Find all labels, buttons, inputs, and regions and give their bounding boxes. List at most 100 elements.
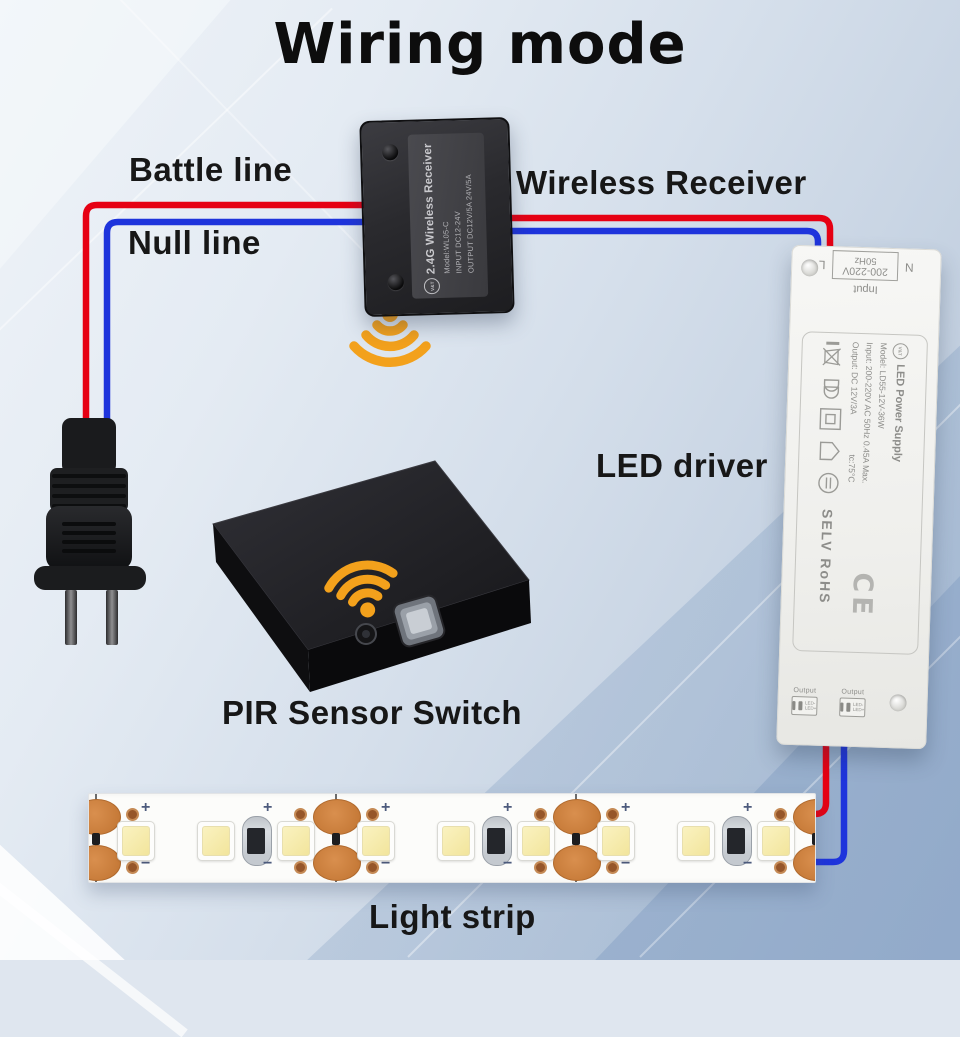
pir-sensor-device <box>212 460 531 692</box>
page-title: Wiring mode <box>273 12 687 77</box>
led-chip-die <box>442 826 470 856</box>
driver-input-block: Input N 200-220V 50Hz L <box>790 249 941 298</box>
brand-logo-icon: V&T <box>423 277 441 295</box>
led-chip <box>117 821 155 861</box>
driver-input-label: Input <box>853 282 878 296</box>
polarity-plus: + <box>743 799 753 816</box>
solder-pad <box>313 799 361 835</box>
receiver-input-spec: INPUT DC12-24V <box>452 211 464 274</box>
led-chip-die <box>522 826 550 856</box>
plug-prong <box>65 590 77 645</box>
led-chip <box>357 821 395 861</box>
polarity-plus: + <box>263 799 273 816</box>
resistor-body <box>247 828 265 854</box>
led-light-strip: +−+−+−+−+−+− <box>88 793 816 883</box>
led-driver-device: Input N 200-220V 50Hz L V&T LED Power Su… <box>776 244 942 750</box>
polarity-plus: + <box>381 799 391 816</box>
led-chip-die <box>762 826 790 856</box>
label-pir-sensor: PIR Sensor Switch <box>222 694 523 731</box>
plug-prong <box>106 590 118 645</box>
cut-mark <box>572 833 580 845</box>
power-plug <box>34 418 146 645</box>
copper-dot <box>366 808 379 821</box>
terminal-n-label: N <box>904 259 914 275</box>
resistor-body <box>727 828 745 854</box>
led-chip <box>757 821 795 861</box>
cut-mark <box>812 833 815 845</box>
double-d-icon <box>823 379 840 399</box>
led-chip-die <box>122 826 150 856</box>
driver-output-port: Output LED-LED+ <box>791 687 818 716</box>
certification-icons: SELV RoHS <box>811 341 844 644</box>
ce-mark-icon: CE <box>845 572 879 620</box>
brand-logo-icon: V&T <box>892 342 909 360</box>
receiver-model: Model:WL05-C <box>441 221 452 274</box>
pir-adjust-dial <box>355 623 377 645</box>
screw-icon <box>387 273 405 291</box>
copper-dot <box>774 861 787 874</box>
label-light-strip: Light strip <box>369 898 536 935</box>
driver-tc-rating: tc:75°C <box>846 454 858 483</box>
solder-pad <box>553 845 601 881</box>
indoor-use-house-icon <box>819 441 840 461</box>
solder-pad <box>793 845 815 881</box>
crossed-bin-icon <box>822 341 841 366</box>
cut-mark <box>332 833 340 845</box>
screw-icon <box>381 144 399 161</box>
led-chip-die <box>682 826 710 856</box>
wireless-receiver-device: V&T 2.4G Wireless Receiver Model:WL05-C … <box>359 116 515 318</box>
driver-voltage: 200-220V <box>842 264 889 278</box>
led-chip-die <box>602 826 630 856</box>
solder-pad <box>553 799 601 835</box>
resistor <box>242 816 272 866</box>
output-port-label: Output <box>841 688 865 697</box>
copper-dot <box>534 808 547 821</box>
polarity-minus: − <box>141 855 151 872</box>
led-chip-die <box>362 826 390 856</box>
copper-dot <box>606 808 619 821</box>
label-wireless-receiver: Wireless Receiver <box>516 164 807 201</box>
polarity-minus: − <box>263 855 273 872</box>
driver-output-port: Output LED-LED+ <box>839 688 866 718</box>
receiver-label-panel: V&T 2.4G Wireless Receiver Model:WL05-C … <box>407 132 489 299</box>
output-terminal-icon: LED-LED+ <box>791 695 818 716</box>
polarity-plus: + <box>621 799 631 816</box>
polarity-minus: − <box>743 855 753 872</box>
solder-pad <box>793 799 815 835</box>
terminal-l-label: L <box>818 257 826 272</box>
resistor-body <box>487 828 505 854</box>
copper-dot <box>774 808 787 821</box>
led-chip-die <box>282 826 310 856</box>
led-chip <box>517 821 555 861</box>
output-terminal-icon: LED-LED+ <box>839 697 866 718</box>
led-chip-die <box>202 826 230 856</box>
output-port-label: Output <box>793 687 817 695</box>
screw-hole-icon <box>889 694 907 712</box>
driver-cert-text: SELV RoHS <box>816 508 836 605</box>
led-chip <box>597 821 635 861</box>
led-chip <box>197 821 235 861</box>
label-led-driver: LED driver <box>596 447 768 484</box>
solder-pad <box>313 845 361 881</box>
polarity-plus: + <box>141 799 151 816</box>
copper-dot <box>126 861 139 874</box>
copper-dot <box>534 861 547 874</box>
copper-dot <box>294 808 307 821</box>
cut-mark <box>92 833 100 845</box>
led-chip <box>677 821 715 861</box>
led-chip <box>437 821 475 861</box>
label-null-line: Null line <box>128 224 261 261</box>
label-battle-line: Battle line <box>129 151 293 188</box>
led-chip <box>277 821 315 861</box>
driver-product-name: LED Power Supply <box>891 364 907 463</box>
receiver-name: 2.4G Wireless Receiver <box>421 143 438 275</box>
copper-dot <box>366 861 379 874</box>
polarity-plus: + <box>503 799 513 816</box>
polarity-minus: − <box>503 855 513 872</box>
copper-dot <box>126 808 139 821</box>
driver-output-spec: Output: DC 12V/3A <box>848 341 861 415</box>
receiver-output-spec: OUTPUT DC12V/5A 24V/5A <box>463 174 476 274</box>
copper-dot <box>294 861 307 874</box>
class2-square-icon <box>819 408 842 431</box>
driver-label-panel: V&T LED Power Supply Model: LD55-12V-36W… <box>792 331 929 655</box>
